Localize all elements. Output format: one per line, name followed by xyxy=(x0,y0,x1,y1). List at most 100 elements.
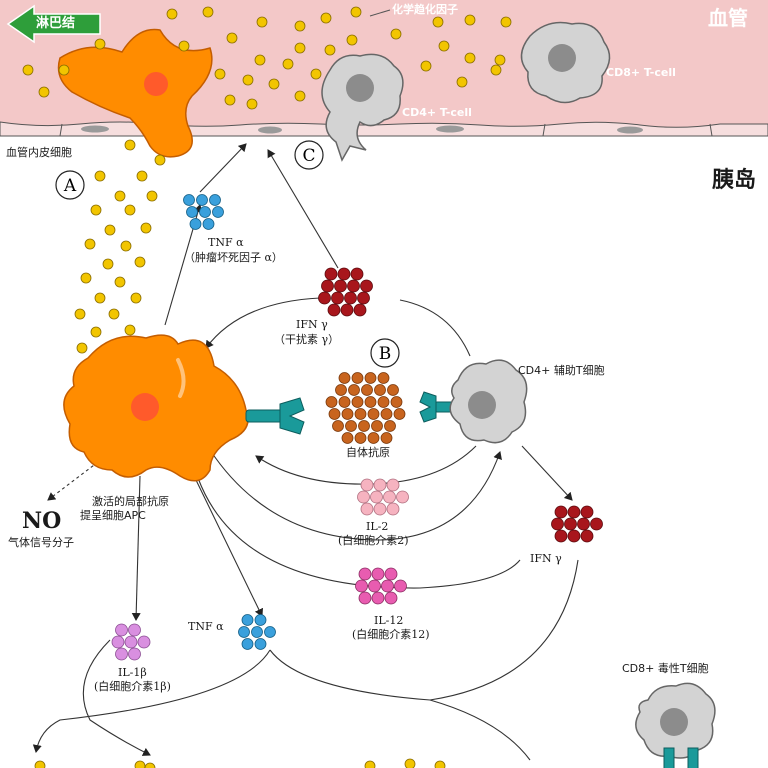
il-1b-dot xyxy=(137,635,151,649)
chemokine-dot xyxy=(38,86,50,98)
ifn-gamma-dot xyxy=(554,529,568,543)
il-1b-dot xyxy=(111,635,125,649)
il-2-dot xyxy=(383,490,396,504)
autoantigen-dot xyxy=(390,396,403,408)
chemokine-dot xyxy=(432,16,444,28)
chemokine-dot xyxy=(438,40,450,52)
chemokine-dot xyxy=(254,54,266,66)
il-12-dot xyxy=(384,567,398,581)
chemokine-dot xyxy=(346,34,358,46)
ifn-gamma-dot xyxy=(321,279,334,293)
ifn-gamma-dot xyxy=(353,303,367,317)
chemokine-dot xyxy=(350,6,362,18)
chemokine-dot xyxy=(130,292,142,304)
chemokine-dot xyxy=(146,190,158,202)
chemokine-dot xyxy=(268,78,280,90)
chemokine-label: 化学趋化因子 xyxy=(392,3,458,16)
chemokine-dot xyxy=(104,224,116,236)
il-2-dot xyxy=(357,490,370,504)
tnf-alpha-dot xyxy=(196,194,208,206)
chemokine-dot xyxy=(324,44,336,56)
chemokine-dot xyxy=(134,256,146,268)
il-1b-dot xyxy=(115,623,128,637)
ifn-gamma-dot xyxy=(340,303,354,317)
chemokine-dot xyxy=(154,154,166,166)
il1b-sublabel: (白细胞介素1β) xyxy=(94,680,171,693)
chemokine-dot xyxy=(500,16,512,28)
chemokine-dot xyxy=(294,42,306,54)
endothelium-label: 血管内皮细胞 xyxy=(6,146,72,159)
marker-b: B xyxy=(370,338,400,368)
autoantigen-dot xyxy=(335,384,347,396)
no-description: 气体信号分子 xyxy=(8,536,74,549)
autoantigen-dot xyxy=(354,408,367,420)
apc-label-line1: 激活的局部抗原 xyxy=(92,495,169,508)
il-1b-dot xyxy=(128,647,141,661)
tnf-alpha-dot xyxy=(212,206,224,218)
tnf-top-sublabel: （肿瘤坏死因子 α） xyxy=(184,251,283,264)
chemokine-dot xyxy=(140,222,152,234)
chemokine-dot xyxy=(84,238,96,250)
autoantigen-dot xyxy=(384,420,396,432)
ifn-center-sublabel: （干扰素 γ） xyxy=(274,333,340,346)
chemokine-dot xyxy=(242,74,254,86)
chemokine-dot xyxy=(114,190,126,202)
il2-label: IL-2 xyxy=(366,520,389,533)
chemokine-dot xyxy=(90,204,102,216)
chemokine-dot xyxy=(320,12,332,24)
chemokine-dot xyxy=(294,20,306,32)
autoantigen-dot xyxy=(351,396,364,408)
bottom-particles xyxy=(34,758,446,768)
endothelial-cells xyxy=(0,121,768,137)
chemokine-particles xyxy=(22,6,512,356)
chemokine-dot xyxy=(226,32,238,44)
chemokine-dot xyxy=(246,98,258,110)
autoantigen-dot xyxy=(380,408,393,420)
tnf-alpha-dot xyxy=(254,638,267,650)
apc-main xyxy=(63,334,249,482)
chemokine-dot xyxy=(136,170,148,182)
autoantigen-dot xyxy=(332,420,344,432)
chemokine-dot xyxy=(464,52,476,64)
tnf-alpha-dot xyxy=(241,614,254,626)
il-2-dot xyxy=(370,490,383,504)
autoantigen-dot xyxy=(367,408,380,420)
il-1b-dot xyxy=(124,635,138,649)
lymph-node-arrow xyxy=(6,4,101,44)
chemokine-dot xyxy=(120,240,132,252)
autoantigen-dot xyxy=(380,432,393,444)
autoantigen-dot xyxy=(367,432,380,444)
chemokine-dot xyxy=(102,258,114,270)
il-12-dot xyxy=(358,591,372,605)
il-2-dot xyxy=(386,478,400,492)
chemokine-dot xyxy=(94,38,106,50)
chemokine-dot xyxy=(310,68,322,80)
islet-label: 胰岛 xyxy=(712,168,757,193)
chemokine-dot xyxy=(22,64,34,76)
il2-sublabel: (白细胞介素2) xyxy=(338,534,409,547)
il-2-dot xyxy=(386,502,400,516)
chemokine-dot xyxy=(74,308,86,320)
il-12-dot xyxy=(381,579,394,593)
chemokine-dot xyxy=(124,204,136,216)
autoantigen-dot xyxy=(354,432,367,444)
il-12-dot xyxy=(394,579,407,593)
cd4-vessel-label: CD4+ T-cell xyxy=(402,106,472,119)
lymph-node-label: 淋巴结 xyxy=(36,16,76,31)
ifn-gamma-dot xyxy=(564,517,577,531)
ifn-gamma-dot xyxy=(577,517,590,531)
il-1b-dot xyxy=(115,647,128,661)
autoantigen-dot xyxy=(387,384,399,396)
chemokine-dot xyxy=(490,64,502,76)
marker-a: A xyxy=(55,170,85,200)
autoantigen-dot xyxy=(338,396,351,408)
ifn-gamma-dot xyxy=(327,303,341,317)
il-12-dot xyxy=(358,567,372,581)
apc-in-vessel xyxy=(57,28,213,158)
chemokine-dot xyxy=(94,170,106,182)
autoantigen-dot xyxy=(358,420,370,432)
ifn-gamma-dot xyxy=(344,291,357,305)
chemokine-dot xyxy=(178,40,190,52)
chemokine-dot xyxy=(114,276,126,288)
